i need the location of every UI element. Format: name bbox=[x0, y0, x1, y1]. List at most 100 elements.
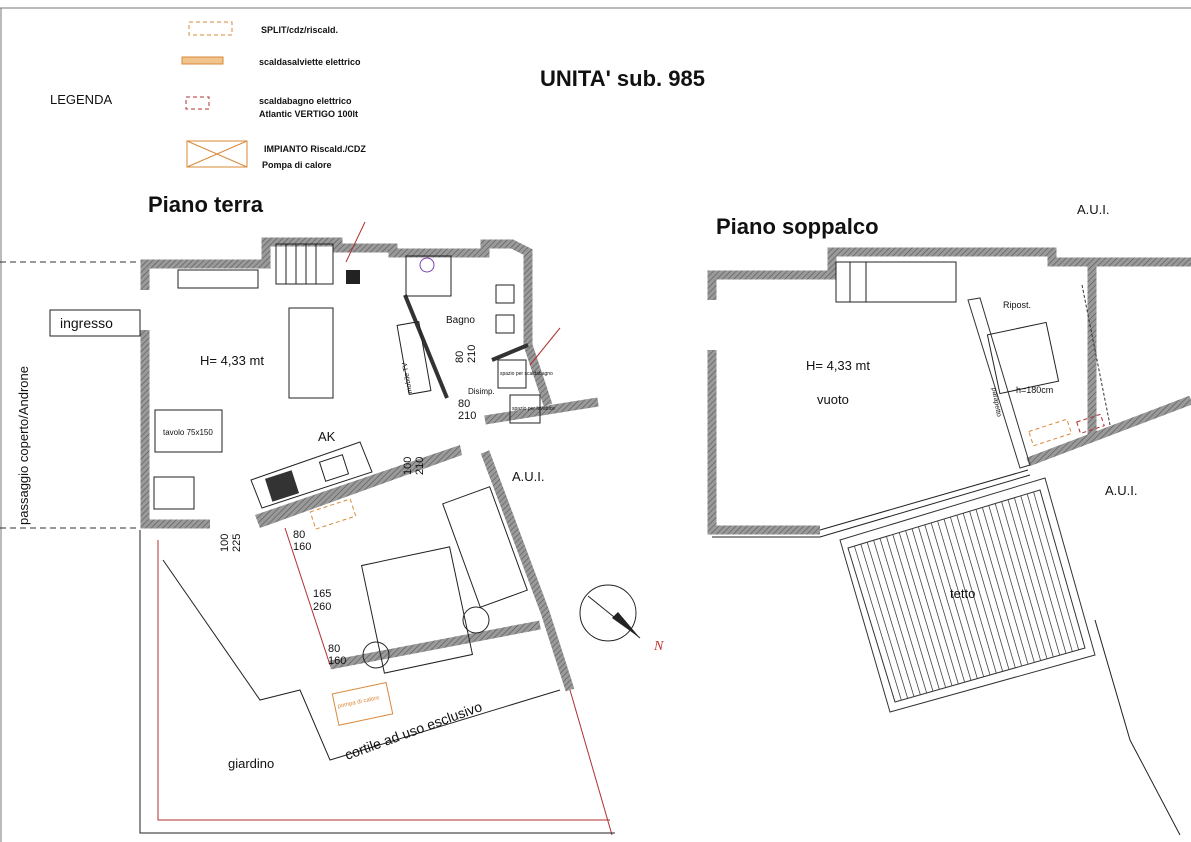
north-label: N bbox=[653, 639, 664, 654]
mezzanine-plan: parapetto A.U.I. A.U.I. H= 4,33 mt vuoto… bbox=[707, 202, 1191, 836]
courtyard-label: cortile ad uso esclusivo bbox=[343, 698, 485, 763]
roof-line bbox=[1014, 497, 1061, 656]
legend-item-split: SPLIT/cdz/riscald. bbox=[261, 25, 338, 35]
roof-line bbox=[988, 505, 1035, 663]
fridge bbox=[153, 476, 195, 510]
dining-table bbox=[154, 409, 223, 453]
roof-line bbox=[1007, 499, 1054, 658]
svg-text:160: 160 bbox=[293, 541, 311, 553]
cooktop bbox=[264, 470, 300, 502]
hall-label: Disimp. bbox=[468, 387, 495, 396]
staircase bbox=[275, 243, 360, 285]
roof-line bbox=[930, 522, 978, 679]
towel-heater-symbol-icon bbox=[181, 56, 224, 65]
bed bbox=[360, 546, 474, 674]
side-passage-label: passaggio coperto/Androne bbox=[16, 366, 31, 525]
svg-text:80: 80 bbox=[454, 351, 466, 363]
tv-label: mobile TV bbox=[402, 361, 414, 393]
ground-height-label: H= 4,33 mt bbox=[200, 353, 264, 368]
mezzanine-title: Piano soppalco bbox=[716, 214, 879, 239]
shower bbox=[405, 255, 452, 297]
roof-line bbox=[982, 507, 1029, 665]
legend-item-water-heater-model: Atlantic VERTIGO 100lt bbox=[259, 109, 358, 119]
heat-pump-unit: pompa di calore bbox=[331, 681, 394, 726]
heat-pump-label: pompa di calore bbox=[337, 695, 381, 710]
page-title: UNITA' sub. 985 bbox=[540, 66, 705, 91]
roof bbox=[839, 477, 1096, 713]
mezzanine-aui-top: A.U.I. bbox=[1077, 202, 1110, 217]
svg-text:165: 165 bbox=[313, 588, 331, 600]
roof-line bbox=[994, 503, 1042, 661]
garden-label: giardino bbox=[228, 756, 274, 771]
water-heater-symbol-icon bbox=[185, 96, 210, 110]
roof-line bbox=[1001, 501, 1048, 659]
roof-line bbox=[943, 518, 991, 676]
roof-line bbox=[1033, 491, 1080, 650]
svg-text:210: 210 bbox=[414, 457, 426, 475]
toilet bbox=[495, 284, 515, 304]
heat-pump-symbol-icon bbox=[186, 140, 248, 168]
roof-line bbox=[854, 545, 902, 701]
roof-line bbox=[937, 520, 985, 677]
wardrobe bbox=[442, 486, 528, 608]
ground-floor-plan: passaggio coperto/Androne ingresso tavol bbox=[0, 221, 664, 836]
sofa bbox=[288, 307, 334, 399]
roof-line bbox=[911, 528, 959, 685]
legend-item-water-heater: scaldabagno elettrico bbox=[259, 96, 352, 106]
roof-line bbox=[860, 544, 909, 699]
svg-text:260: 260 bbox=[313, 601, 331, 613]
storage-label: Ripost. bbox=[1003, 300, 1031, 310]
aui-label: A.U.I. bbox=[512, 469, 545, 484]
svg-text:100: 100 bbox=[219, 534, 231, 552]
svg-text:80: 80 bbox=[328, 643, 340, 655]
roof-line bbox=[975, 509, 1023, 667]
roof-line bbox=[879, 538, 928, 694]
tv-cabinet bbox=[396, 321, 432, 395]
storage-height-label: h=180cm bbox=[1016, 385, 1053, 395]
washer-label: spazio per lavatrice bbox=[512, 406, 555, 412]
roof-line bbox=[886, 536, 934, 692]
svg-text:160: 160 bbox=[328, 655, 346, 667]
roof-line bbox=[950, 516, 997, 674]
kitchen-label: AK bbox=[318, 429, 336, 444]
svg-text:80: 80 bbox=[293, 529, 305, 541]
svg-text:80: 80 bbox=[458, 398, 470, 410]
roof-line bbox=[1026, 493, 1073, 652]
legend-heading: LEGENDA bbox=[50, 92, 112, 107]
bath-label: Bagno bbox=[446, 315, 475, 326]
bidet bbox=[495, 314, 515, 334]
roof-label: tetto bbox=[950, 586, 975, 601]
parapet bbox=[967, 297, 1031, 469]
svg-text:100: 100 bbox=[402, 457, 414, 475]
parapet-label: parapetto bbox=[990, 387, 1002, 417]
roof-line bbox=[892, 534, 940, 690]
mezzanine-aui-right: A.U.I. bbox=[1105, 483, 1138, 498]
legend: LEGENDA SPLIT/cdz/riscald. scaldasalviet… bbox=[50, 21, 366, 170]
heater-space-label: spazio per scaldabagno bbox=[500, 371, 553, 377]
legend-item-heat-pump: IMPIANTO Riscald./CDZ bbox=[264, 144, 366, 154]
legend-item-heat-pump-sub: Pompa di calore bbox=[262, 160, 332, 170]
svg-text:225: 225 bbox=[231, 534, 243, 552]
sheet-frame bbox=[0, 7, 1191, 842]
mezzanine-stairs bbox=[835, 261, 957, 303]
svg-text:210: 210 bbox=[466, 345, 478, 363]
roof-line bbox=[905, 530, 953, 686]
roof-line bbox=[898, 532, 947, 688]
roof-line bbox=[924, 524, 972, 681]
roof-line bbox=[1020, 495, 1067, 654]
void-label: vuoto bbox=[817, 392, 849, 407]
roof-line bbox=[866, 542, 915, 697]
mezzanine-height-label: H= 4,33 mt bbox=[806, 358, 870, 373]
garden-boundary bbox=[139, 530, 615, 834]
walls bbox=[140, 237, 599, 692]
desk bbox=[986, 321, 1060, 395]
roof-line bbox=[962, 513, 1010, 670]
cabinet bbox=[177, 269, 259, 289]
sink bbox=[318, 454, 350, 482]
split-symbol-icon bbox=[188, 21, 233, 36]
table-label: tavolo 75x150 bbox=[163, 428, 213, 437]
kitchen-counter bbox=[250, 441, 373, 509]
mezzanine-walls bbox=[707, 247, 1191, 535]
